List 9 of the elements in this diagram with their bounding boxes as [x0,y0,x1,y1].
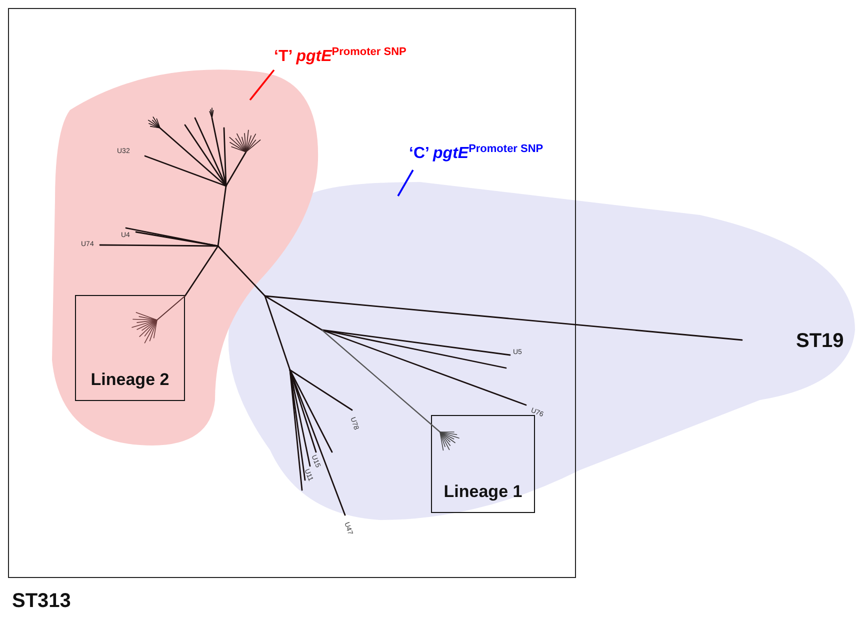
lineage-box [431,415,535,513]
lineage-box [75,295,185,401]
callout-label: ‘C’ pgtE$^{Promoter SNP}$ [409,143,544,163]
lineage-label: Lineage 2 [90,370,170,390]
tree-label: ST19 [796,330,844,353]
callout-label: ‘T’ pgtE$^{Promoter SNP}$ [274,46,406,66]
group-title: ST313 [12,590,71,613]
leader-line [397,170,414,196]
lineage-label: Lineage 1 [442,482,524,502]
